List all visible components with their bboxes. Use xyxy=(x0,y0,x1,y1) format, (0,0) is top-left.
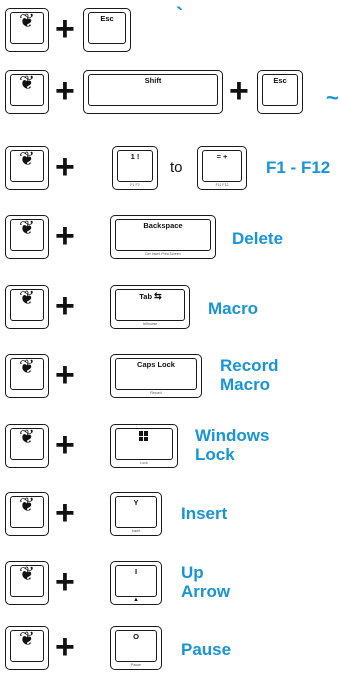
shortcut-row-function-keys: ❦ + 1 ! F1 F2 to = + F11 F12 F1 - F12 xyxy=(0,142,340,194)
fn-key: ❦ xyxy=(5,70,49,114)
equals-key: = + F11 F12 xyxy=(197,146,247,190)
result-pause: Pause xyxy=(181,640,232,659)
o-key: O Pause xyxy=(110,626,162,670)
fn-logo-icon: ❦ xyxy=(19,495,35,516)
fn-logo-icon: ❦ xyxy=(19,564,35,585)
backspace-key: Backspace Del Insert Print Screen xyxy=(110,215,216,259)
fn-key: ❦ xyxy=(5,492,49,536)
tab-key: Tab ⇆ fxBrowse xyxy=(110,285,190,329)
fn-logo-icon: ❦ xyxy=(19,11,35,32)
result-macro: Macro xyxy=(208,299,259,318)
tab-arrows-icon: ⇆ xyxy=(154,291,161,301)
result-tilde: ~ xyxy=(326,85,339,110)
plus-sign: + xyxy=(55,148,75,186)
fn-logo-icon: ❦ xyxy=(19,629,35,650)
to-connector: to xyxy=(170,159,183,176)
fn-key: ❦ xyxy=(5,626,49,670)
fn-key: ❦ xyxy=(5,424,49,468)
esc-key: Esc xyxy=(257,70,303,114)
i-key: I ▲ xyxy=(110,561,162,605)
shortcut-row-record-macro: ❦ + Caps Lock Record Record Macro xyxy=(0,350,340,402)
result-backtick: ` xyxy=(176,3,184,28)
result-delete: Delete xyxy=(232,229,284,248)
esc-key: Esc xyxy=(83,8,131,52)
plus-sign: + xyxy=(55,287,75,325)
plus-sign: + xyxy=(55,72,75,110)
shortcut-row-backtick: ❦ + Esc ` xyxy=(0,4,340,56)
result-record-macro: Record Macro xyxy=(220,356,279,394)
windows-logo-icon xyxy=(139,431,149,441)
result-up-arrow: Up Arrow xyxy=(181,563,231,601)
fn-logo-icon: ❦ xyxy=(19,427,35,448)
result-insert: Insert xyxy=(181,504,228,523)
plus-sign: + xyxy=(55,628,75,666)
shortcut-row-macro: ❦ + Tab ⇆ fxBrowse Macro xyxy=(0,281,340,333)
shortcut-row-delete: ❦ + Backspace Del Insert Print Screen De… xyxy=(0,211,340,263)
shortcut-row-insert: ❦ + Y Insert Insert xyxy=(0,488,340,540)
shift-key: Shift xyxy=(83,70,223,114)
fn-logo-icon: ❦ xyxy=(19,218,35,239)
fn-key: ❦ xyxy=(5,561,49,605)
fn-key: ❦ xyxy=(5,285,49,329)
result-windows-lock: Windows Lock xyxy=(195,426,270,464)
shortcut-row-up-arrow: ❦ + I ▲ Up Arrow xyxy=(0,557,340,609)
fn-logo-icon: ❦ xyxy=(19,357,35,378)
fn-logo-icon: ❦ xyxy=(19,149,35,170)
fn-key: ❦ xyxy=(5,8,49,52)
shortcut-row-windows-lock: ❦ + Lock Windows Lock xyxy=(0,420,340,472)
shortcut-row-tilde: ❦ + Shift + Esc ~ xyxy=(0,66,340,118)
windows-key: Lock xyxy=(110,424,178,468)
caps-lock-key: Caps Lock Record xyxy=(110,354,202,398)
fn-key: ❦ xyxy=(5,146,49,190)
plus-sign: + xyxy=(55,494,75,532)
plus-sign: + xyxy=(55,563,75,601)
plus-sign: + xyxy=(55,356,75,394)
fn-key: ❦ xyxy=(5,354,49,398)
plus-sign: + xyxy=(55,217,75,255)
fn-logo-icon: ❦ xyxy=(19,73,35,94)
one-key: 1 ! F1 F2 xyxy=(112,146,158,190)
fn-key: ❦ xyxy=(5,215,49,259)
plus-sign: + xyxy=(229,72,249,110)
fn-logo-icon: ❦ xyxy=(19,288,35,309)
y-key: Y Insert xyxy=(110,492,162,536)
plus-sign: + xyxy=(55,426,75,464)
shortcut-row-pause: ❦ + O Pause Pause xyxy=(0,622,340,674)
plus-sign: + xyxy=(55,10,75,48)
result-function-keys: F1 - F12 xyxy=(266,158,331,177)
up-arrow-icon: ▲ xyxy=(133,597,139,603)
